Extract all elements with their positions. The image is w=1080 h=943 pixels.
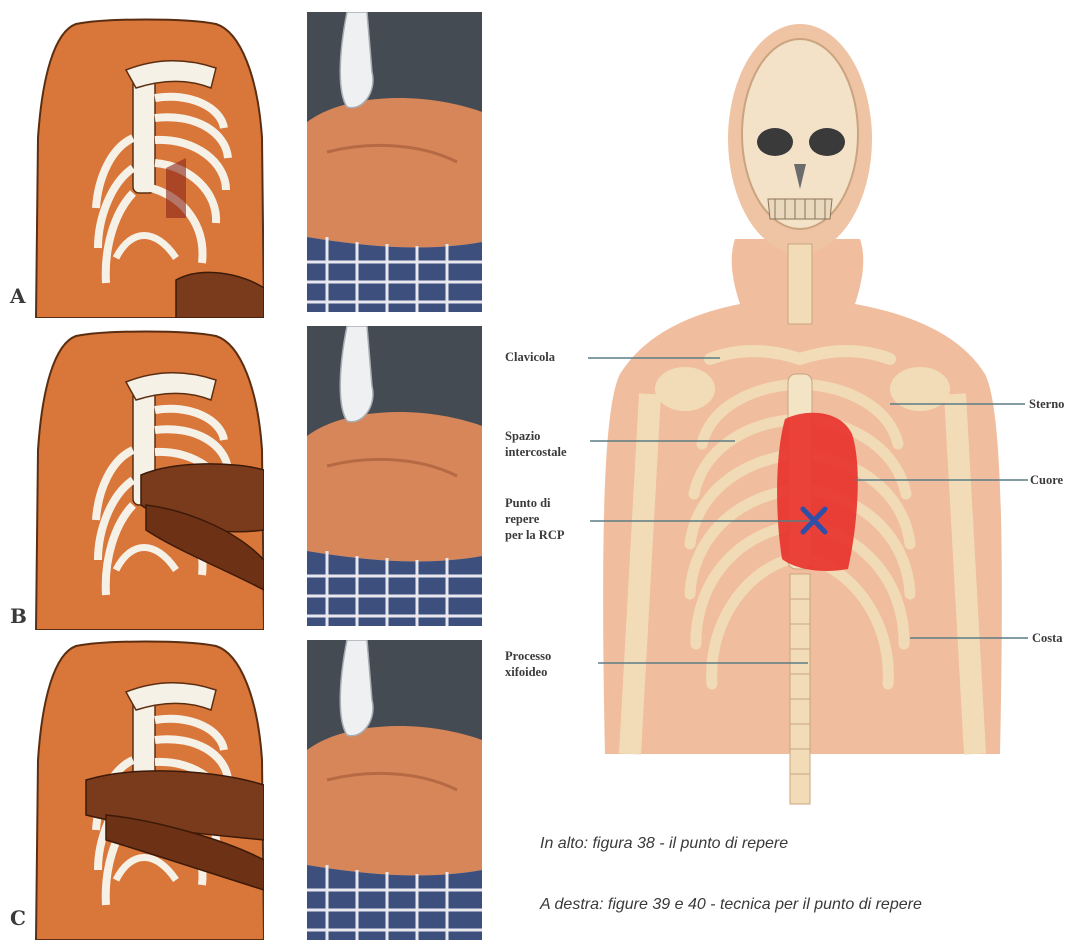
label-spazio-intercostale: Spazio intercostale bbox=[505, 428, 567, 460]
label-clavicola: Clavicola bbox=[505, 349, 555, 365]
label-punto-di-repere: Punto di repere per la RCP bbox=[505, 495, 565, 543]
label-processo-xifoideo: Processo xifoideo bbox=[505, 648, 551, 680]
caption-figure-39-40: A destra: figure 39 e 40 - tecnica per i… bbox=[540, 896, 922, 914]
caption-figure-38: In alto: figura 38 - il punto di repere bbox=[540, 835, 788, 853]
label-processo-line2: xifoideo bbox=[505, 664, 551, 680]
label-sterno: Sterno bbox=[1029, 396, 1064, 412]
label-cuore: Cuore bbox=[1030, 472, 1063, 488]
label-processo-line1: Processo bbox=[505, 648, 551, 664]
label-costa: Costa bbox=[1032, 630, 1063, 646]
label-spazio-line2: intercostale bbox=[505, 444, 567, 460]
label-punto-line3: per la RCP bbox=[505, 527, 565, 543]
label-spazio-line1: Spazio bbox=[505, 428, 567, 444]
label-punto-line2: repere bbox=[505, 511, 565, 527]
label-punto-line1: Punto di bbox=[505, 495, 565, 511]
